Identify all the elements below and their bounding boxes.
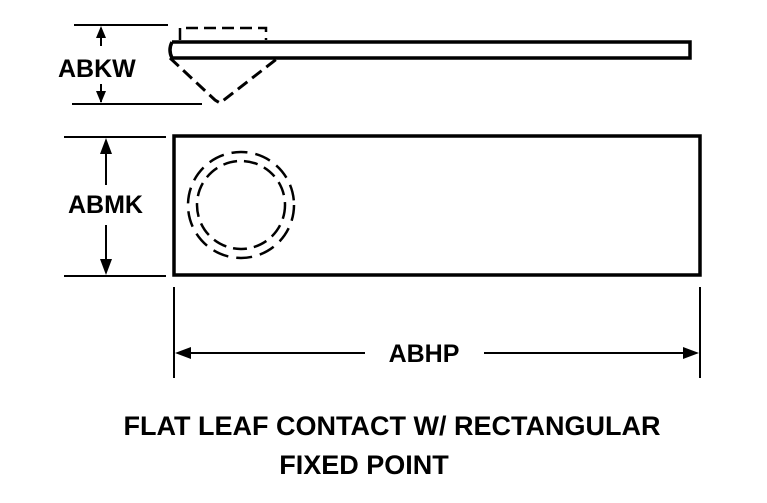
arrowhead-abkw-up	[96, 26, 106, 38]
arrowhead-abhp-right	[683, 347, 699, 359]
arrowhead-abhp-left	[175, 347, 191, 359]
label-abmk: ABMK	[68, 191, 143, 219]
top-view	[64, 134, 702, 378]
label-abkw: ABKW	[58, 55, 136, 83]
caption-line-1: FLAT LEAF CONTACT W/ RECTANGULAR	[124, 411, 661, 441]
arrowhead-abmk-up	[100, 138, 112, 154]
leaf-side-profile	[168, 40, 692, 60]
leaf-body	[172, 134, 702, 277]
contact-cone-dashed	[168, 56, 279, 105]
label-abhp: ABHP	[389, 340, 460, 368]
contact-point-dashed	[178, 26, 268, 40]
fixed-point-inner-dashed	[195, 159, 287, 251]
side-view	[72, 24, 692, 105]
fixed-point-outer-dashed	[186, 150, 296, 260]
arrowhead-abmk-down	[100, 259, 112, 275]
arrowhead-abkw-down	[96, 91, 106, 103]
caption-line-2: FIXED POINT	[279, 450, 449, 480]
